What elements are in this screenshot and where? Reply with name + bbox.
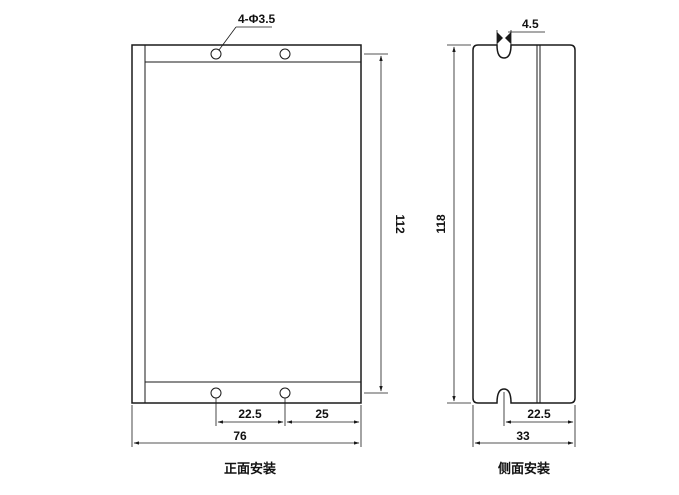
side-width-label: 33: [516, 429, 530, 443]
hole-note-label: 4-Φ3.5: [238, 12, 276, 26]
side-view: 4.5 118 22.5 33 侧面安装: [434, 17, 576, 477]
mount-hole-bottom-left: [210, 387, 222, 399]
front-outline: [131, 44, 362, 404]
mount-hole-top-right: [279, 48, 291, 60]
side-slot-width-label: 4.5: [522, 17, 539, 31]
front-hole-spacing-label: 22.5: [238, 407, 262, 421]
side-slot-offset-label: 22.5: [527, 407, 551, 421]
side-outline: [472, 44, 576, 404]
hole-note-leader: [218, 26, 237, 51]
slot-arrow-left: [497, 32, 503, 44]
front-view-caption: 正面安装: [224, 461, 276, 477]
side-view-caption: 侧面安装: [498, 461, 550, 477]
front-view: 4-Φ3.5 112 22.5 25 76 正面安装: [131, 12, 407, 477]
mount-hole-top-left: [210, 48, 222, 60]
front-height-label: 112: [393, 214, 407, 234]
front-edge-offset-label: 25: [315, 407, 329, 421]
slot-arrow-right: [505, 32, 511, 44]
side-height-label: 118: [434, 214, 448, 234]
mount-hole-bottom-right: [279, 387, 291, 399]
front-width-label: 76: [233, 429, 247, 443]
